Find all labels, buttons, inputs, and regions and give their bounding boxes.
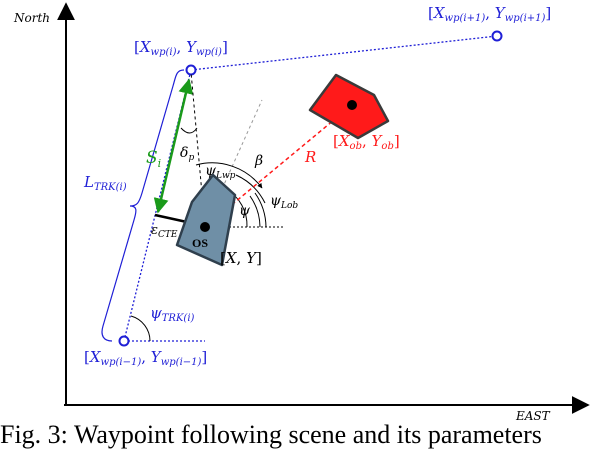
track-angle-arc (130, 315, 151, 342)
psi-lwp-arc (195, 162, 263, 189)
east-label: EAST (515, 409, 551, 423)
own-ship-label: OS (192, 236, 208, 250)
beta-label: β (254, 153, 263, 169)
psi-label: ψ (239, 203, 251, 219)
own-ship-center (200, 222, 210, 232)
track-length-label: LTRK(i) (83, 173, 127, 193)
figure-caption: Fig. 3: Waypoint following scene and its… (0, 420, 542, 449)
obstacle-center (347, 100, 357, 110)
waypoint-next-label: [Xwp(i+1), Ywp(i+1)] (428, 4, 551, 24)
own-ship (175, 173, 237, 267)
ship-position-label: [X, Y] (220, 249, 262, 267)
range-label: R (304, 148, 316, 166)
obstacle-position-label: [Xob, Yob] (333, 132, 400, 152)
waypoint-previous (118, 335, 130, 347)
waypoint-next (491, 30, 503, 42)
s-i-label: Si (146, 148, 161, 170)
track-line-current-to-next (190, 35, 498, 71)
north-label: North (13, 11, 50, 25)
track-angle-label: ψTRK(i) (150, 304, 195, 324)
heading-line (204, 99, 263, 228)
delta-p-label: δp (180, 145, 194, 163)
waypoint-current-label: [Xwp(i), Ywp(i)] (134, 38, 228, 58)
waypoint-previous-label: [Xwp(i−1), Ywp(i−1)] (84, 348, 207, 368)
beta-arc (235, 174, 266, 204)
delta-p-arc (180, 127, 198, 134)
psi-lob-arc-1 (249, 195, 261, 228)
track-length-brace (101, 69, 185, 342)
s-i-arrow (153, 78, 194, 214)
psi-lob-label: ψLob (270, 193, 298, 211)
cross-track-error-label: εCTE (151, 223, 178, 240)
waypoint-current (185, 64, 197, 76)
psi-lob-arc-2 (254, 192, 267, 228)
